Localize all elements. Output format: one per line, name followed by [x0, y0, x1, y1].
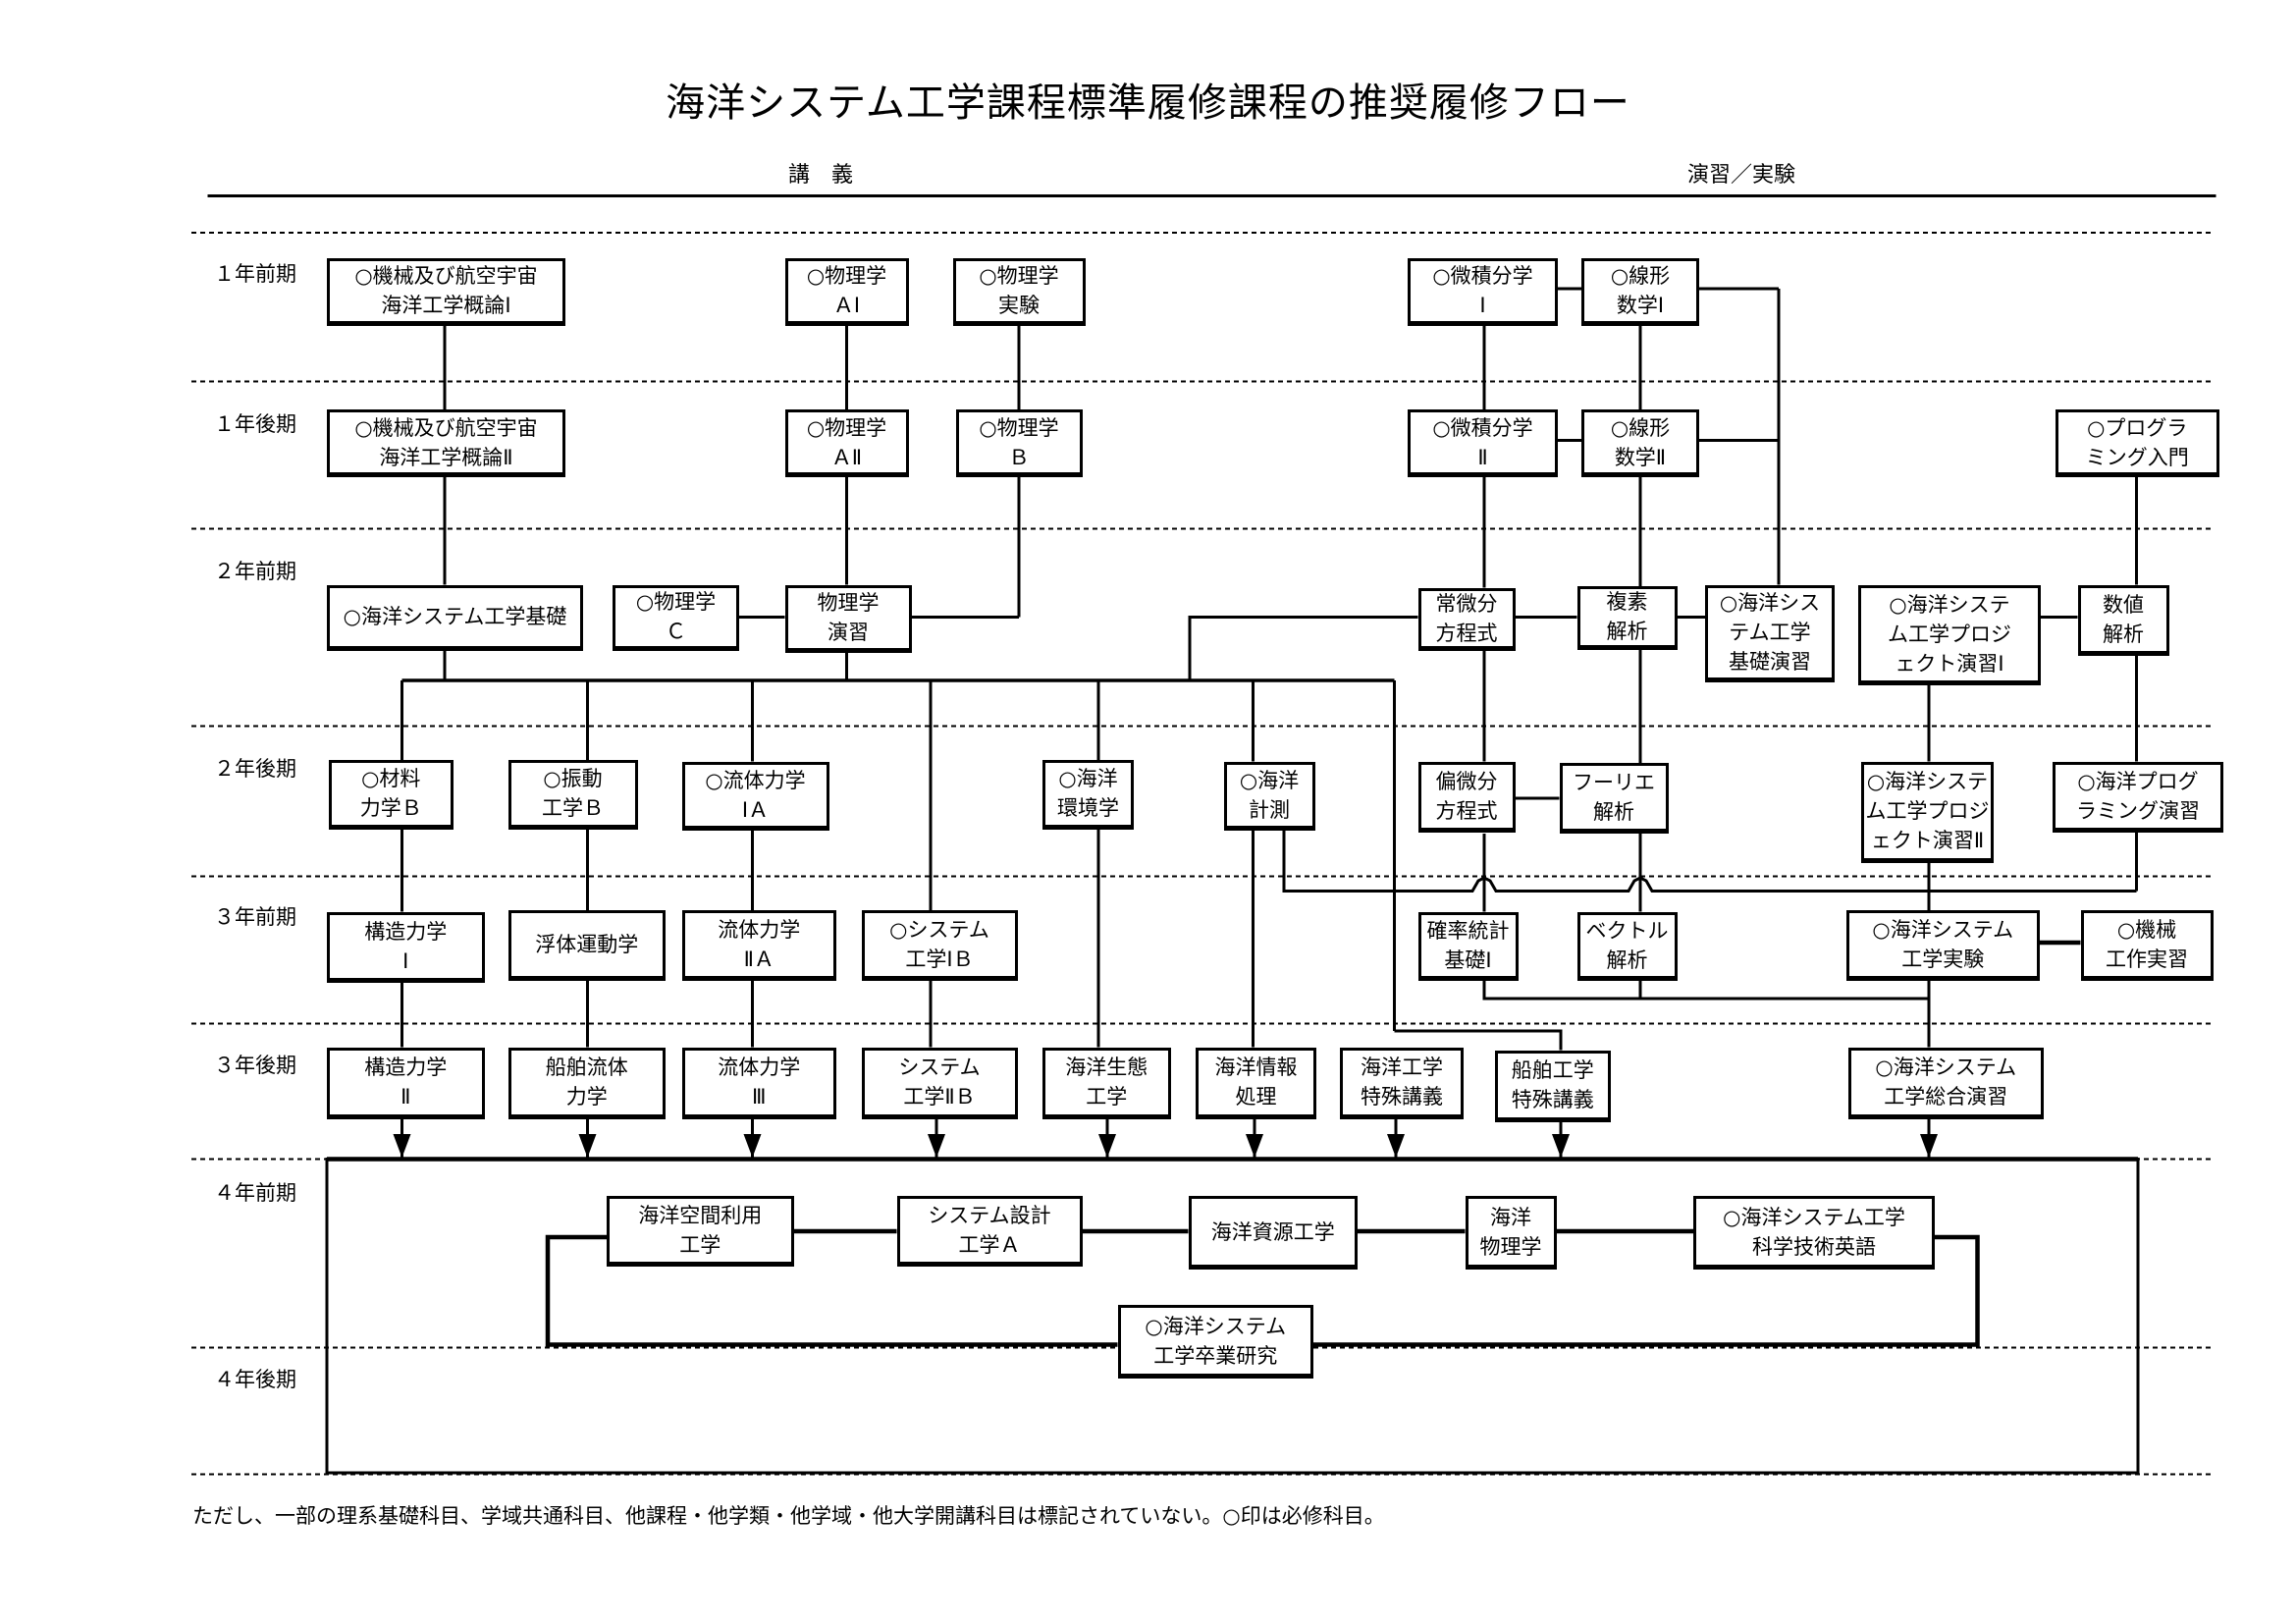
arrow-head [1552, 1134, 1570, 1158]
column-header-lecture: 講 義 [788, 163, 854, 188]
course-box-phyEx[interactable]: 物理学 演習 [784, 584, 912, 653]
arrow-head [928, 1134, 945, 1158]
course-box-sys1B[interactable]: ○システム 工学ⅠＢ [861, 910, 1018, 981]
course-box-ode[interactable]: 常微分 方程式 [1417, 587, 1516, 651]
connector-line [1482, 981, 1929, 1001]
course-box-complex[interactable]: 複素 解析 [1576, 586, 1678, 650]
column-header-exercise: 演習／実験 [1687, 163, 1796, 188]
connector-line [1313, 1234, 1980, 1347]
course-box-calc2[interactable]: ○微積分学 Ⅱ [1408, 409, 1558, 477]
course-box-measure[interactable]: ○海洋 計測 [1223, 761, 1315, 831]
connector-line [1188, 616, 1418, 680]
course-box-vector[interactable]: ベクトル 解析 [1576, 911, 1678, 981]
footnote: ただし、一部の理系基礎科目、学域共通科目、他課程・他学類・他学域・他大学開講科目… [192, 1504, 1385, 1528]
connector-bypass [1282, 831, 2137, 893]
course-box-floating[interactable]: 浮体運動学 [507, 910, 666, 981]
course-box-phyA2[interactable]: ○物理学 ＡⅡ [784, 409, 909, 477]
course-box-info[interactable]: 海洋情報 処理 [1196, 1047, 1316, 1119]
semester-label-y4-first: ４年前期 [214, 1181, 296, 1205]
course-box-progIntro[interactable]: ○プログラ ミング入門 [2056, 409, 2219, 477]
course-box-envSci[interactable]: ○海洋 環境学 [1042, 760, 1134, 830]
course-box-resource[interactable]: 海洋資源工学 [1188, 1196, 1358, 1270]
course-box-english[interactable]: ○海洋システム工学 科学技術英語 [1693, 1196, 1935, 1270]
arrow-head [1920, 1134, 1938, 1158]
course-box-osLab[interactable]: ○海洋システム 工学実験 [1846, 910, 2040, 981]
course-box-intro2[interactable]: ○機械及び航空宇宙 海洋工学概論Ⅱ [327, 409, 565, 477]
course-box-fluid2A[interactable]: 流体力学 ⅡＡ [681, 910, 836, 981]
course-box-prob[interactable]: 確率統計 基礎Ⅰ [1417, 911, 1519, 981]
course-box-intro1[interactable]: ○機械及び航空宇宙 海洋工学概論Ⅰ [327, 257, 565, 326]
semester-label-y1-second: １年後期 [214, 412, 296, 436]
course-box-osComp[interactable]: ○海洋システム 工学総合演習 [1847, 1047, 2044, 1119]
semester-label-y4-second: ４年後期 [214, 1368, 296, 1391]
course-box-struct1[interactable]: 構造力学 Ⅰ [327, 911, 485, 983]
course-box-phyB[interactable]: ○物理学 Ｂ [955, 409, 1083, 477]
course-box-shipSpecial[interactable]: 船舶工学 特殊講義 [1494, 1050, 1611, 1122]
course-box-numeric[interactable]: 数値 解析 [2077, 584, 2169, 656]
arrow-head [1098, 1134, 1116, 1158]
connector-line [545, 1234, 1118, 1347]
course-box-phyC[interactable]: ○物理学 Ｃ [613, 584, 739, 651]
course-box-machine[interactable]: ○機械 工作実習 [2080, 910, 2214, 981]
course-box-matB[interactable]: ○材料 力学Ｂ [328, 760, 454, 830]
course-box-space[interactable]: 海洋空間利用 工学 [607, 1196, 794, 1267]
page-title: 海洋システム工学課程標準履修課程の推奨履修フロー [666, 81, 1630, 126]
course-box-fourier[interactable]: フーリエ 解析 [1559, 763, 1669, 834]
course-box-lin2[interactable]: ○線形 数学Ⅱ [1581, 409, 1699, 477]
course-box-lin1[interactable]: ○線形 数学Ⅰ [1581, 257, 1699, 326]
semester-label-y2-second: ２年後期 [214, 757, 296, 781]
arrow-head [1387, 1134, 1405, 1158]
arrow-head [1246, 1134, 1263, 1158]
semester-label-y3-first: ３年前期 [214, 905, 296, 929]
semester-label-y3-second: ３年後期 [214, 1054, 296, 1077]
arrow-head [743, 1134, 762, 1158]
semester-label-y2-first: ２年前期 [214, 560, 296, 583]
course-box-vibB[interactable]: ○振動 工学Ｂ [507, 760, 638, 830]
course-box-pde[interactable]: 偏微分 方程式 [1417, 761, 1516, 833]
semester-label-y1-first: １年前期 [214, 262, 296, 286]
course-box-phyExp[interactable]: ○物理学 実験 [952, 257, 1086, 326]
course-box-proj1[interactable]: ○海洋システ ム工学プロジ ェクト演習Ⅰ [1858, 584, 2041, 685]
course-box-sys2B[interactable]: システム 工学ⅡＢ [861, 1047, 1018, 1119]
course-box-progEx[interactable]: ○海洋プログ ラミング演習 [2053, 761, 2223, 833]
course-box-shipFluid[interactable]: 船舶流体 力学 [507, 1047, 666, 1119]
course-box-osBasic[interactable]: ○海洋システム工学基礎 [327, 584, 583, 651]
course-box-fluid1A[interactable]: ○流体力学 ⅠＡ [681, 761, 829, 831]
course-box-phyA1[interactable]: ○物理学 ＡⅠ [784, 257, 909, 326]
course-box-ecology[interactable]: 海洋生態 工学 [1042, 1047, 1171, 1119]
arrow-head [578, 1134, 597, 1158]
course-box-calc1[interactable]: ○微積分学 Ⅰ [1408, 257, 1558, 326]
arrow-head [393, 1134, 411, 1158]
course-box-thesis[interactable]: ○海洋システム 工学卒業研究 [1117, 1305, 1313, 1379]
course-box-sysDesignA[interactable]: システム設計 工学Ａ [896, 1196, 1083, 1267]
course-box-oceanPhys[interactable]: 海洋 物理学 [1465, 1196, 1557, 1270]
course-box-oceanSpecial[interactable]: 海洋工学 特殊講義 [1340, 1047, 1464, 1119]
course-box-fluid3[interactable]: 流体力学 Ⅲ [681, 1047, 836, 1119]
course-box-struct2[interactable]: 構造力学 Ⅱ [327, 1047, 485, 1119]
course-box-proj2[interactable]: ○海洋システ ム工学プロジ ェクト演習Ⅱ [1861, 761, 1994, 863]
course-box-osBasicEx[interactable]: ○海洋シス テム工学 基礎演習 [1705, 584, 1835, 682]
connector-line [1394, 1029, 1563, 1051]
